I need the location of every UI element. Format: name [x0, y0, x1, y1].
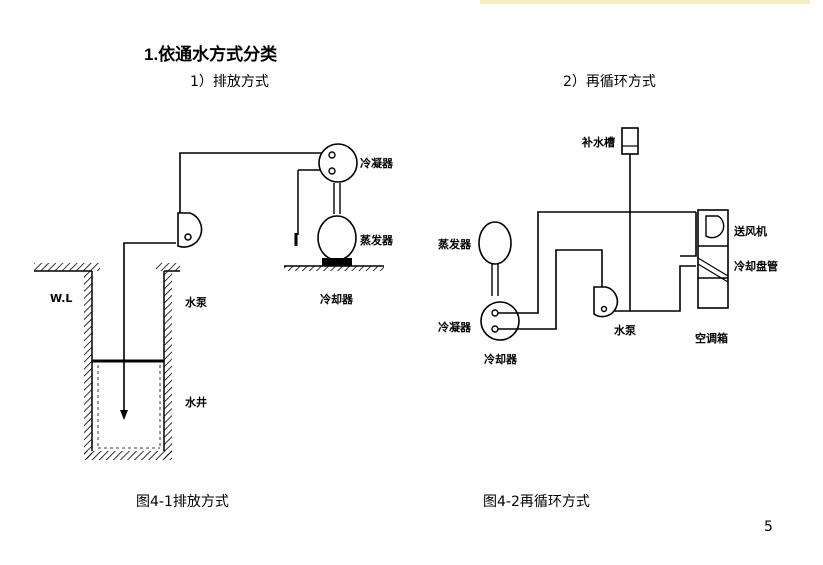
label-cooling-unit-right: 冷却器	[484, 353, 517, 366]
page-number: 5	[764, 519, 773, 535]
label-cooling-coil: 冷却盘管	[734, 260, 778, 273]
label-evaporator: 蒸发器	[360, 234, 393, 247]
caption-recirculation: 图4-2再循环方式	[483, 494, 590, 510]
label-water-level: W.L	[50, 292, 73, 305]
base-ground	[284, 266, 384, 271]
subtitle-discharge: 1）排放方式	[190, 74, 269, 90]
ground-left	[34, 263, 100, 271]
evaporator-icon	[317, 215, 357, 261]
condenser-icon-right	[480, 301, 520, 341]
label-well: 水井	[185, 396, 207, 409]
well-bottom	[84, 451, 172, 460]
section-title: 1.依通水方式分类	[144, 45, 278, 64]
condenser-icon	[318, 143, 358, 183]
label-fan: 送风机	[734, 225, 767, 238]
recirculation-diagram	[478, 127, 729, 341]
pump-icon	[177, 212, 203, 248]
label-cooling-unit: 冷却器	[320, 293, 353, 306]
caption-discharge: 图4-1排放方式	[136, 494, 229, 510]
arrow-head	[120, 410, 128, 420]
label-pump-right: 水泵	[614, 324, 636, 337]
pump-icon-right	[593, 286, 619, 318]
label-makeup-tank: 补水槽	[582, 136, 615, 149]
ground-right	[156, 263, 180, 271]
label-condenser: 冷凝器	[360, 157, 393, 170]
label-ac-box: 空调箱	[695, 332, 728, 345]
label-evaporator-right: 蒸发器	[438, 238, 471, 251]
ac-box-icon	[697, 209, 729, 309]
evaporator-icon-right	[478, 221, 512, 265]
label-pump: 水泵	[185, 296, 207, 309]
well-wall-left	[84, 271, 92, 459]
well-wall-right	[164, 271, 172, 459]
label-condenser-right: 冷凝器	[438, 321, 471, 334]
discharge-diagram	[34, 143, 384, 460]
header-decoration	[480, 0, 810, 4]
makeup-tank-icon	[621, 127, 639, 155]
subtitle-recirculation: 2）再循环方式	[563, 74, 656, 90]
